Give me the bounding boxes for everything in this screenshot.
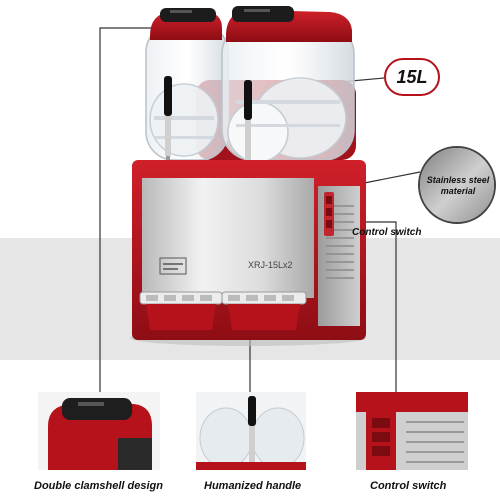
control-switch-label-top: Control switch — [352, 227, 422, 238]
right-bowl — [221, 23, 355, 163]
brand-logo — [159, 257, 187, 275]
control-switch-label-bottom: Control switch — [370, 480, 447, 492]
material-label-line-2: material — [440, 186, 476, 196]
clamshell-label: Double clamshell design — [34, 480, 163, 492]
material-label: Stainless steel material — [426, 175, 490, 197]
material-label-line-1: Stainless steel — [426, 175, 490, 185]
left-bowl — [145, 23, 229, 161]
handle-label: Humanized handle — [204, 480, 302, 492]
left-handle — [164, 76, 172, 170]
model-label: XRJ-15Lx2 — [248, 260, 293, 270]
front-steel-panel — [142, 178, 314, 298]
left-lid — [150, 8, 222, 40]
clamshell-detail-image — [38, 392, 160, 470]
material-detail-circle — [418, 146, 496, 224]
handle-detail-image — [196, 392, 306, 470]
right-lid — [226, 6, 352, 42]
material-texture — [420, 148, 494, 222]
drip-tray-left — [139, 291, 223, 330]
control-detail-image — [356, 392, 468, 470]
capacity-text: 15L — [396, 66, 428, 87]
drip-tray-right — [221, 291, 307, 330]
capacity-badge: 15L — [384, 58, 440, 96]
